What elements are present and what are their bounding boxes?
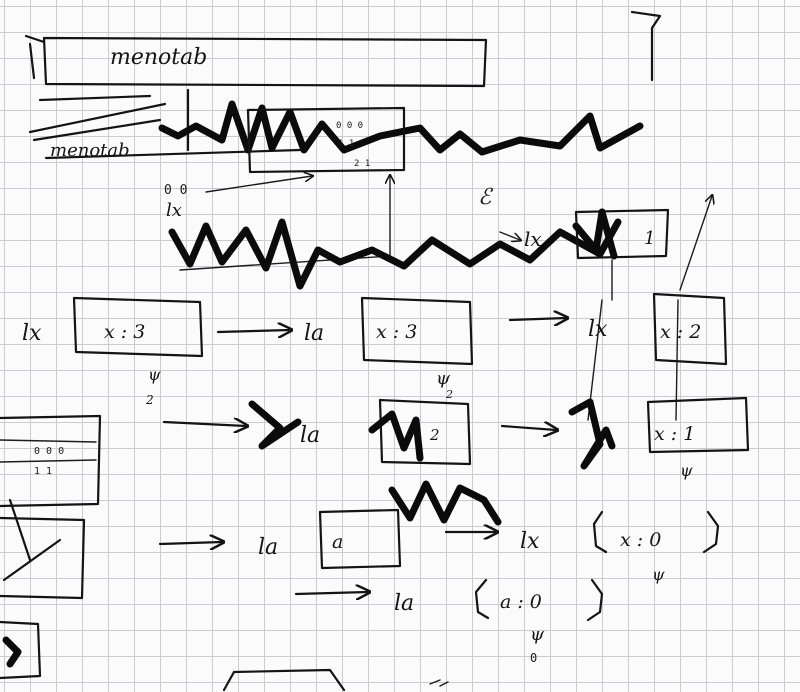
arrow-to-top-box	[205, 176, 312, 193]
left-stack-row2: 1 1	[34, 466, 52, 477]
row4-prefix: la	[394, 591, 414, 616]
mid-right-prefix: lx	[524, 227, 542, 251]
side-label: lx	[166, 200, 182, 221]
left-stack: 0 0 0 1 1	[0, 414, 102, 680]
row4-bottom-zero: 0	[530, 651, 537, 665]
row2-right-down-mark: ψ	[680, 461, 693, 480]
row1-node3: x : 2	[660, 321, 701, 343]
row2-arrow-2	[500, 426, 556, 430]
row1-node2-prefix: la	[304, 321, 324, 346]
top-box-digits-2: 1 1	[338, 139, 354, 149]
row-3: la a lx x : 0	[158, 480, 720, 570]
row2-prefix: la	[300, 423, 320, 448]
row3-right-prefix: lx	[520, 529, 540, 554]
bottom-box-edge	[222, 668, 346, 692]
row1-prefix: lx	[22, 321, 42, 346]
row2-marker-left: 2	[145, 393, 154, 407]
row4-node: a : 0	[500, 591, 542, 613]
side-zeros: 0 0	[164, 183, 187, 198]
row2-node-marker: 2	[445, 388, 453, 401]
left-stack-row1: 0 0 0	[34, 446, 64, 457]
top-box-digits-1: 0 0 0	[336, 121, 363, 131]
row3-right-node: x : 0	[620, 529, 661, 551]
row-4: la a : 0 ψ 0	[294, 578, 604, 665]
header-box-label: menotab	[110, 45, 207, 70]
row1-node2: x : 3	[376, 321, 417, 343]
row3-prefix: la	[258, 535, 278, 560]
mid-right-box: lx 1	[524, 208, 670, 260]
row3-right-down-mark: ψ	[652, 565, 665, 584]
corner-mark	[630, 10, 662, 82]
row3-node: a	[332, 531, 343, 553]
bottom-marks	[429, 679, 449, 687]
row4-arrow	[294, 592, 368, 594]
row1-arrow-1	[216, 330, 290, 332]
top-box-digits-3: 2 1	[354, 159, 370, 169]
arrow-up-right	[679, 196, 712, 291]
arrow-into-mid-box	[499, 231, 520, 240]
row2-node: 2	[429, 426, 440, 444]
row-2: 2 la 2 2 x : 1	[145, 388, 750, 470]
squiggle-mark: ℰ	[478, 185, 494, 210]
row1-node2-down-mark: ψ	[436, 368, 451, 389]
row1-arrow-2	[508, 318, 566, 320]
row4-down-mark: ψ	[530, 624, 545, 645]
middle-scribble	[168, 218, 622, 290]
row2-right-node: x : 1	[654, 423, 695, 445]
row-1: lx x : 3 la x : 3 lx x : 2	[22, 292, 728, 366]
row2-arrow-1	[162, 422, 246, 426]
upper-scratch: menotab 0 0 0 1 1 2 1	[28, 88, 644, 174]
row1-down-mark: ψ	[148, 365, 161, 384]
link-right-vertical	[675, 299, 679, 421]
row3-arrow-1	[158, 542, 222, 544]
row1-node3-prefix: lx	[588, 317, 608, 342]
header-box: menotab	[24, 34, 488, 88]
mid-right-label: 1	[644, 228, 655, 249]
row1-node1: x : 3	[104, 321, 145, 343]
